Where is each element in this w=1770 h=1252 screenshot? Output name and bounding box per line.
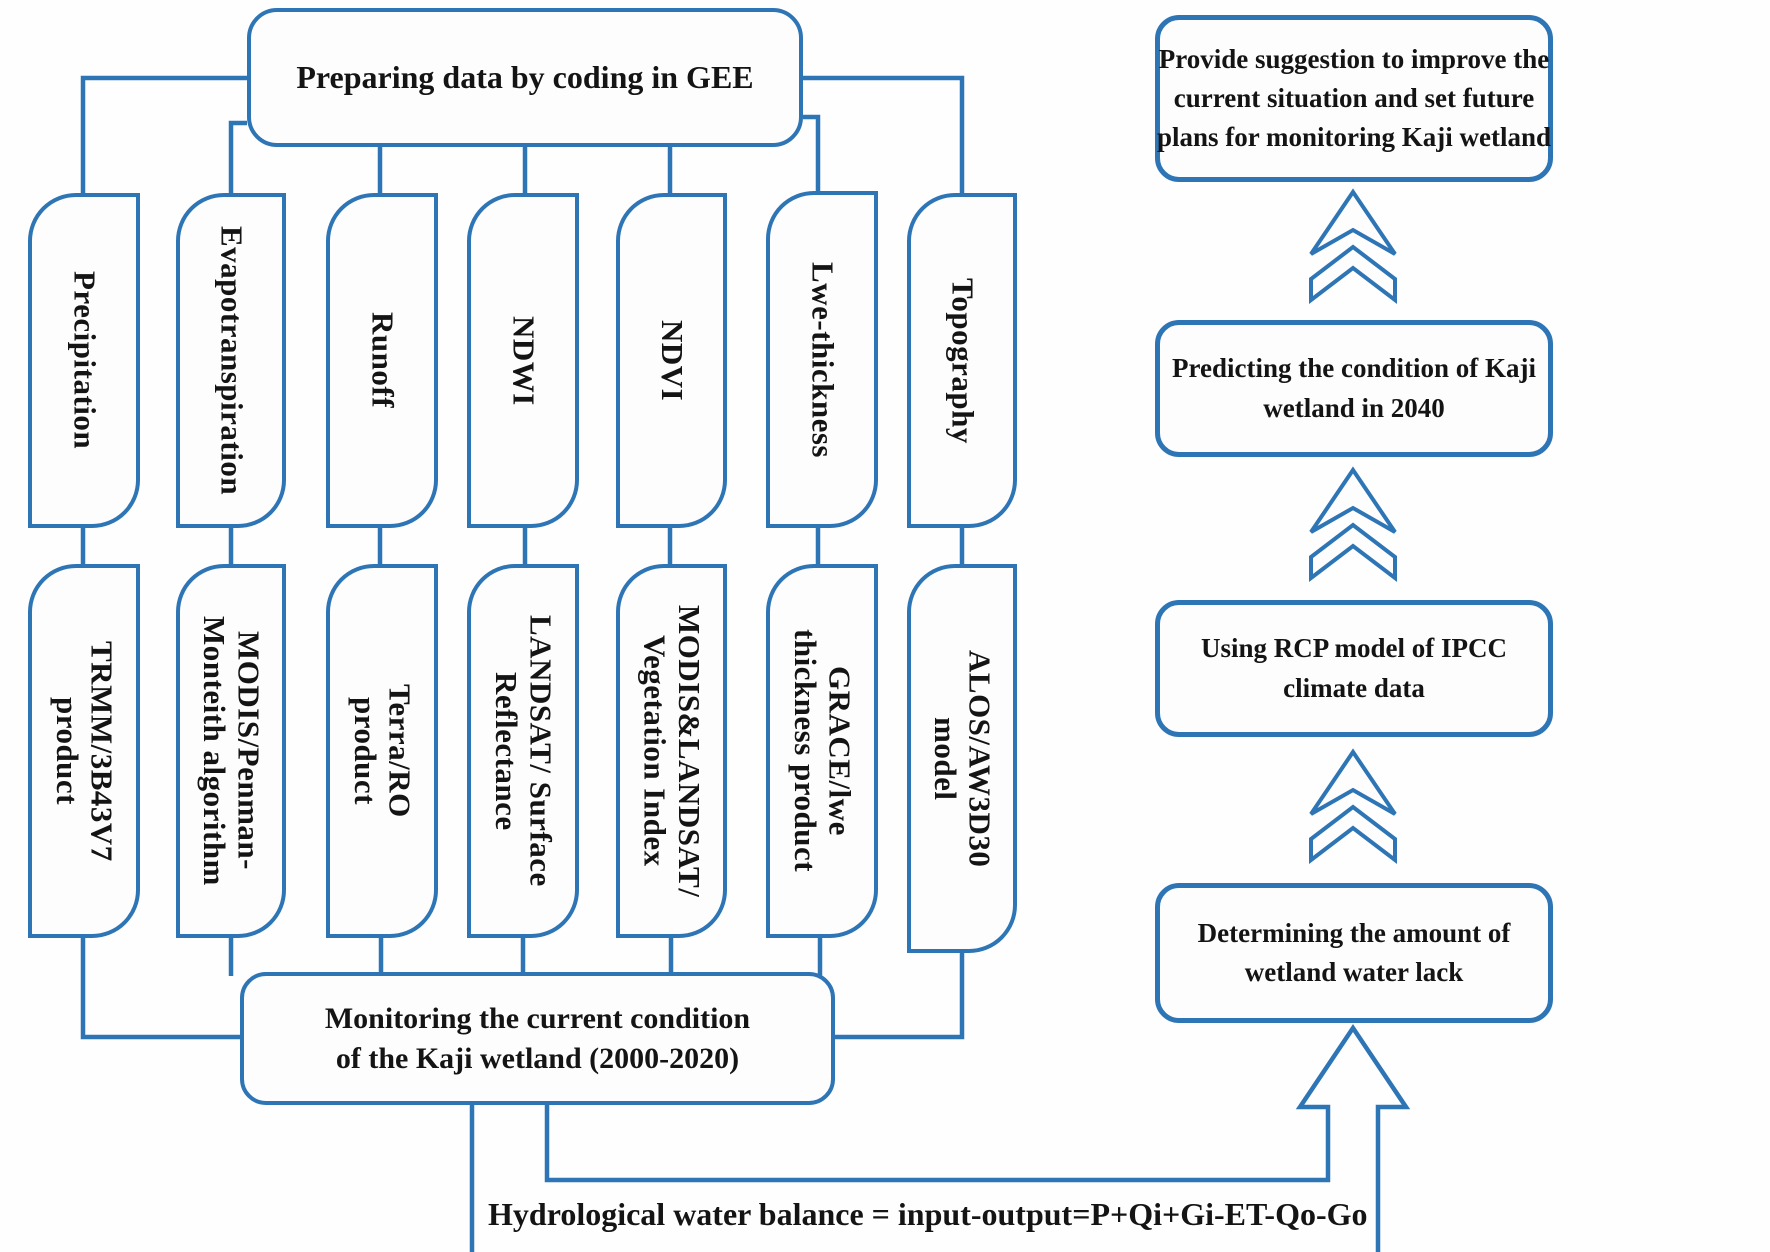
flow-line: Predicting the condition of Kaji [1172,353,1536,384]
product-line: TRMM/3B43V7 [84,640,120,862]
source-label: Lwe-thickness [805,261,841,458]
monitoring-line-2: of the Kaji wetland (2000-2020) [335,1041,740,1075]
source-box-lwe-thickness: Lwe-thickness [766,191,878,528]
product-line: MODIS/Penman- [231,631,267,871]
product-box-vegetation-index: MODIS&LANDSAT/ Vegetation Index [616,564,727,938]
product-line: Monteith algorithm [197,616,232,886]
formula-text: Hydrological water balance = input-outpu… [488,1196,1368,1232]
source-box-runoff: Runoff [326,193,438,528]
flow-line: Provide suggestion to improve the [1158,43,1550,74]
fir-arrow-up-icon [1309,468,1397,580]
product-box-alos: ALOS/AW3D30 model [907,564,1017,953]
product-box-terra-ro: Terra/RO product [326,564,438,938]
source-label: NDVI [654,319,690,402]
flow-line: Using RCP model of IPCC [1200,633,1507,664]
fir-arrow-up-icon [1309,750,1397,862]
flow-line: wetland water lack [1244,957,1464,987]
source-label: Evapotranspiration [214,225,250,496]
flow-line: wetland in 2040 [1263,392,1445,423]
flow-box-water-lack: Determining the amount of wetland water … [1155,883,1553,1023]
flow-line: current situation and set future [1173,82,1535,113]
source-box-precipitation: Precipitation [28,193,140,528]
flow-box-predicting-2040: Predicting the condition of Kaji wetland… [1155,320,1553,457]
flow-box-rcp-model: Using RCP model of IPCC climate data [1155,600,1553,737]
product-line: GRACE/lwe [822,666,858,836]
product-line: Reflectance [489,671,524,831]
product-box-modis-penman: MODIS/Penman- Monteith algorithm [176,564,286,938]
fir-arrow-up-icon [1309,190,1397,302]
product-line: product [348,696,383,805]
flow-line: plans for monitoring Kaji wetland [1156,122,1552,153]
product-line: thickness product [788,629,823,873]
source-label: Precipitation [67,271,103,450]
block-arrow-up-icon [1295,1023,1411,1252]
source-label: Runoff [365,312,401,409]
flow-line: climate data [1283,672,1425,703]
monitoring-line-1: Monitoring the current condition [324,1001,751,1035]
flow-box-provide-suggestion: Provide suggestion to improve the curren… [1155,15,1553,182]
monitoring-box: Monitoring the current condition of the … [240,972,835,1105]
flow-line: Determining the amount of [1197,917,1511,948]
product-box-landsat-sr: LANDSAT/ Surface Reflectance [467,564,579,938]
gee-box-label: Preparing data by coding in GEE [296,59,754,95]
product-line: product [50,696,85,805]
gee-box: Preparing data by coding in GEE [247,8,803,147]
product-line: ALOS/AW3D30 [962,649,998,868]
connector-lines [80,75,1330,1252]
product-line: MODIS&LANDSAT/ [672,604,708,898]
product-line: LANDSAT/ Surface [523,615,559,887]
product-line: Vegetation Index [637,635,673,867]
product-box-grace: GRACE/lwe thickness product [766,564,878,938]
product-line: model [928,716,963,801]
source-box-ndwi: NDWI [467,193,579,528]
source-box-ndvi: NDVI [616,193,727,528]
source-box-evapotranspiration: Evapotranspiration [176,193,286,528]
source-label: NDWI [506,315,542,406]
product-line: Terra/RO [382,684,418,818]
source-label: Topography [945,277,981,444]
source-box-topography: Topography [907,193,1017,528]
product-box-trmm: TRMM/3B43V7 product [28,564,140,938]
